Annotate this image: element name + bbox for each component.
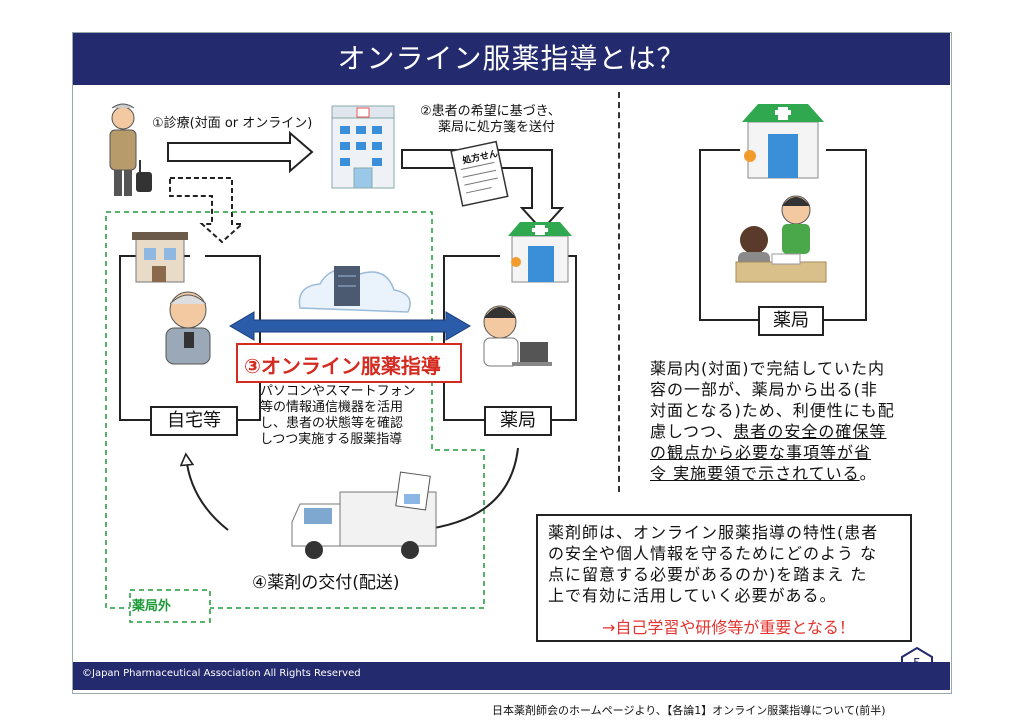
section-divider <box>618 92 620 492</box>
pharmacy-building-icon <box>508 222 572 283</box>
delivery-label: ④薬剤の交付(配送) <box>252 573 400 593</box>
elderly-man-with-suitcase-icon <box>109 103 152 196</box>
online-guidance-box <box>236 343 462 383</box>
outside-pharmacy-label: 薬局外 <box>132 599 172 614</box>
slide-frame <box>72 32 952 694</box>
pharmacy-label: 薬局 <box>484 406 552 436</box>
patient-with-phone-icon <box>165 291 211 365</box>
outside-label-box <box>129 589 211 623</box>
source-note: 日本薬剤師会のホームページより、【各論1】オンライン服薬指導について(前半) <box>492 704 886 717</box>
pharmacy-frame <box>443 255 500 421</box>
footer-bar <box>73 662 950 690</box>
delivery-arrow <box>186 456 229 531</box>
prescription-icon <box>450 140 509 207</box>
slide-title: オンライン服薬指導とは？ <box>73 33 950 85</box>
pharmacy-label-right: 薬局 <box>758 306 824 336</box>
explanation-text: 薬局内(対面)で完結していた内 容の一部が、薬局から出る(非 対面となる)ため、… <box>650 359 895 483</box>
copyright: ©Japan Pharmaceutical Association All Ri… <box>82 668 361 679</box>
online-guidance-label: ③オンライン服薬指導 <box>244 354 441 378</box>
outside-pharmacy-region <box>105 211 485 609</box>
pharmacist-counter-icon <box>735 195 827 283</box>
step2-line2: 薬局に処方箋を送付 <box>438 120 556 135</box>
page-number: 5 <box>912 657 922 672</box>
step2-line1: ②患者の希望に基づき、 <box>420 104 561 119</box>
online-description: パソコンやスマートフォン 等の情報通信機器を活用 し、患者の状態等を確認 しつつ… <box>260 384 416 447</box>
pharmacy-building-icon <box>742 104 824 179</box>
step1-label: ①診療(対面 or オンライン) <box>152 116 313 131</box>
consultation-arrow <box>167 130 314 174</box>
delivery-truck-icon <box>291 471 437 559</box>
online-communication-arrow <box>229 311 471 341</box>
note-box <box>536 514 912 642</box>
pharmacy-interior-frame <box>699 149 760 321</box>
hospital-icon <box>331 105 395 189</box>
home-label: 自宅等 <box>150 406 238 436</box>
pharmacist-laptop-icon <box>483 305 552 367</box>
cloud-server-icon <box>298 266 411 313</box>
house-icon <box>132 232 188 283</box>
note-text: 薬剤師は、オンライン服薬指導の特性(患者 の安全や個人情報を守るためにどのよう … <box>548 523 879 605</box>
dashed-visit-arrow <box>169 177 245 244</box>
note-conclusion: →自己学習や研修等が重要となる！ <box>602 618 855 637</box>
